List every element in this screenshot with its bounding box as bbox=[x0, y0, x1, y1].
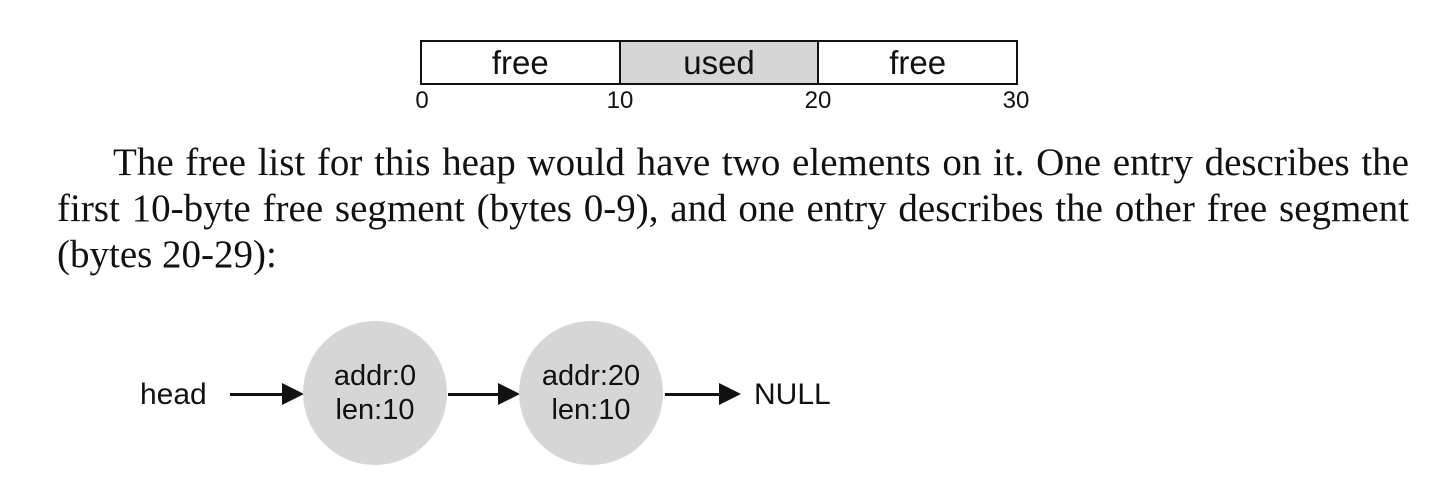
arrow-icon bbox=[448, 382, 520, 406]
heap-tick-0: 0 bbox=[415, 87, 429, 114]
null-label: NULL bbox=[754, 378, 831, 411]
body-paragraph: The free list for this heap would have t… bbox=[57, 141, 1409, 276]
free-list-node-first: addr:0 len:10 bbox=[303, 321, 447, 465]
heap-tick-20: 20 bbox=[804, 87, 832, 114]
node-addr: addr:0 bbox=[333, 360, 417, 392]
heap-segment-free-second: free bbox=[817, 42, 1016, 83]
heap-segment-used: used bbox=[618, 42, 818, 83]
heap-tick-30: 30 bbox=[1002, 87, 1030, 114]
node-len: len:10 bbox=[335, 394, 415, 426]
free-list-node-second: addr:20 len:10 bbox=[519, 321, 663, 465]
node-len: len:10 bbox=[551, 394, 631, 426]
heap-segment-free-first: free bbox=[491, 43, 549, 81]
arrow-icon bbox=[665, 382, 741, 406]
heap-tick-10: 10 bbox=[606, 87, 634, 114]
heap-diagram: free used free bbox=[420, 40, 1018, 85]
arrow-icon bbox=[230, 382, 304, 406]
head-label: head bbox=[140, 378, 207, 411]
node-addr: addr:20 bbox=[541, 360, 641, 392]
